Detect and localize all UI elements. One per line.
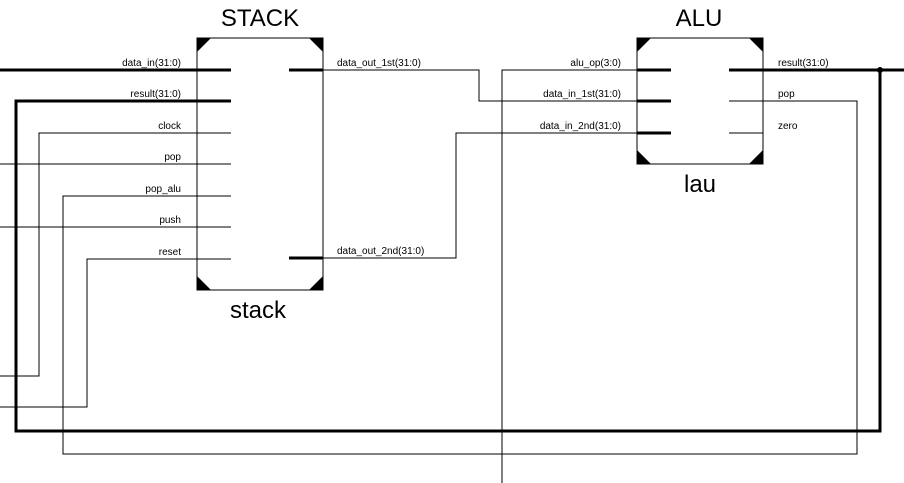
stack-label-result: result(31:0) [130, 89, 181, 100]
wire-pop-alu[interactable] [62, 100, 858, 455]
alu-label-result: result(31:0) [778, 58, 829, 69]
alu-label-zero: zero [778, 121, 798, 132]
stack-instance-name: stack [230, 297, 287, 324]
alu-label-alu-op: alu_op(3:0) [570, 58, 621, 69]
stack-title: STACK [221, 5, 299, 32]
stack-label-push: push [159, 215, 181, 226]
alu-corner-br [749, 150, 763, 164]
stack-corner-tl [197, 38, 211, 52]
stack-label-data-out-1st: data_out_1st(31:0) [337, 58, 421, 69]
stack-block[interactable]: STACK stack [196, 5, 324, 324]
wire-data-2nd[interactable] [323, 132, 637, 259]
alu-label-data-in-1st: data_in_1st(31:0) [543, 89, 621, 100]
wire-result-feedback[interactable] [14, 68, 882, 433]
wire-clock[interactable] [0, 132, 197, 377]
stack-label-data-out-2nd: data_out_2nd(31:0) [337, 246, 424, 257]
wire-reset[interactable] [0, 258, 197, 408]
wire-data-1st[interactable] [323, 69, 637, 102]
stack-corner-tr [309, 38, 323, 52]
stack-label-data-in: data_in(31:0) [122, 58, 181, 69]
alu-instance-name: lau [684, 171, 716, 198]
alu-label-pop: pop [778, 89, 795, 100]
wire-alu-op[interactable] [501, 69, 637, 483]
stack-corner-bl [197, 276, 211, 290]
stack-label-pop-alu: pop_alu [145, 184, 181, 195]
stack-label-clock: clock [158, 121, 182, 132]
alu-corner-tl [637, 38, 651, 52]
alu-title: ALU [676, 5, 723, 32]
stack-label-pop: pop [164, 152, 181, 163]
alu-label-data-in-2nd: data_in_2nd(31:0) [540, 121, 621, 132]
alu-corner-tr [749, 38, 763, 52]
stack-corner-br [309, 276, 323, 290]
alu-corner-bl [637, 150, 651, 164]
stack-label-reset: reset [159, 247, 181, 258]
